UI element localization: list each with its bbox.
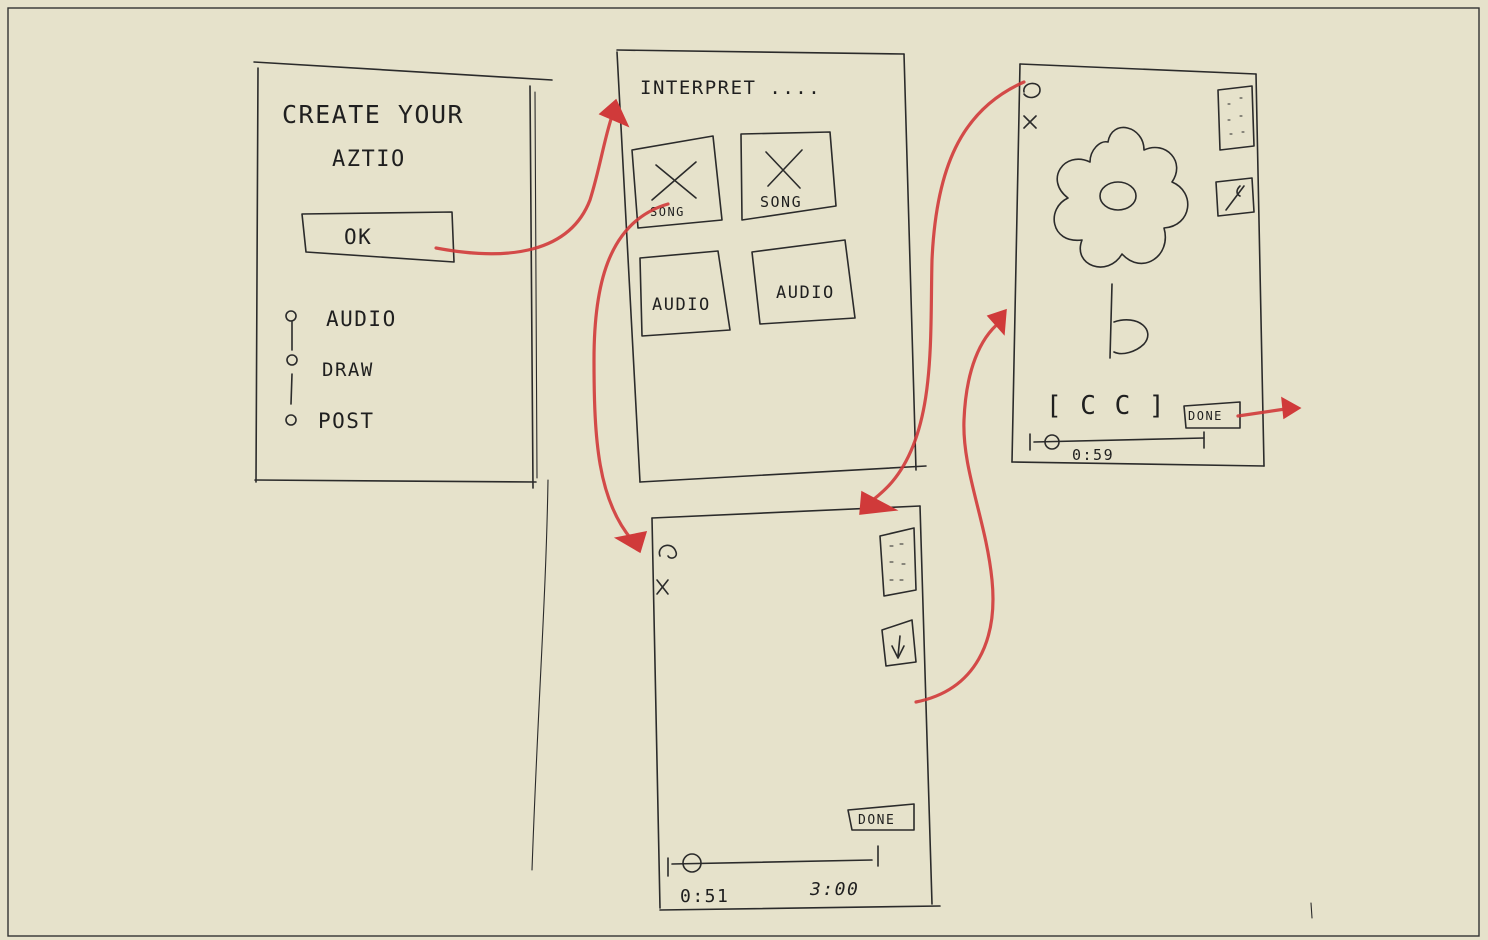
sketch-frame [7, 7, 1480, 937]
tile-song-2-label: SONG [760, 193, 802, 211]
close-icon[interactable] [656, 579, 669, 595]
create-title-line2: AZTIO [332, 147, 406, 172]
arrow-song-to-record [592, 202, 670, 542]
step-label-post: POST [318, 409, 375, 433]
record-time-current: 0:51 [680, 886, 729, 907]
draw-done-button[interactable]: DONE [1183, 401, 1241, 429]
arrow-ok-to-interpret [434, 114, 614, 256]
tile-audio-1-label: AUDIO [652, 295, 711, 315]
draw-done-label: DONE [1188, 409, 1223, 423]
flow-arrows [434, 80, 1302, 704]
create-title-line1: CREATE YOUR [282, 100, 464, 129]
ok-button-label: OK [344, 225, 372, 249]
draw-time-current: 0:59 [1072, 446, 1114, 464]
close-icon[interactable] [1023, 115, 1037, 129]
step-label-draw: DRAW [322, 359, 374, 381]
ok-button[interactable]: OK [301, 211, 455, 263]
step-circle-audio [285, 310, 297, 322]
interpret-title: INTERPRET .... [640, 77, 821, 99]
step-circle-post [285, 414, 297, 426]
step-label-audio: AUDIO [326, 307, 397, 331]
stray-tick [1310, 902, 1313, 919]
palette-icon[interactable] [879, 527, 917, 597]
tile-audio-2-label: AUDIO [776, 283, 835, 303]
arrowhead-icon [986, 308, 1007, 336]
screen-draw: [ C C ] DONE 0:59 [1011, 63, 1265, 467]
arrowhead-icon [613, 531, 648, 554]
record-time-total: 3:00 [809, 879, 859, 900]
arrow-draw-back-to-record [864, 80, 1026, 508]
undo-icon[interactable] [1023, 82, 1041, 99]
flower-drawing [1053, 126, 1189, 359]
palette-icon[interactable] [1217, 85, 1255, 151]
undo-icon[interactable] [658, 544, 678, 559]
record-done-label: DONE [858, 813, 895, 828]
brush-icon[interactable] [881, 619, 917, 667]
record-progress-bar[interactable] [667, 845, 879, 877]
tile-audio-1[interactable]: AUDIO [639, 250, 731, 337]
step-circle-draw [286, 354, 298, 366]
draw-progress-bar[interactable] [1029, 431, 1205, 451]
stray-line [531, 479, 549, 871]
progress-knob[interactable] [1044, 434, 1060, 450]
screen-record: DONE 0:51 3:00 [651, 505, 941, 911]
brush-icon[interactable] [1215, 177, 1255, 217]
arrowhead-icon [1281, 396, 1302, 420]
tile-song-2[interactable]: SONG [740, 131, 837, 221]
screen-create: CREATE YOUR AZTIO OK AUDIO DRAW POST [253, 61, 553, 489]
cc-label: [ C C ] [1046, 391, 1166, 421]
record-done-button[interactable]: DONE [847, 803, 915, 831]
step-list: AUDIO DRAW POST [285, 307, 397, 433]
progress-knob[interactable] [682, 853, 702, 873]
arrow-record-to-draw [914, 320, 1002, 704]
placeholder-x-icon [651, 161, 697, 201]
arrowhead-icon [598, 98, 630, 128]
screen-interpret: INTERPRET .... SONG SONG AUDIO AUDIO [616, 49, 927, 483]
placeholder-x-icon [765, 149, 803, 189]
arrowhead-icon [859, 490, 899, 515]
tile-audio-2[interactable]: AUDIO [751, 239, 856, 325]
